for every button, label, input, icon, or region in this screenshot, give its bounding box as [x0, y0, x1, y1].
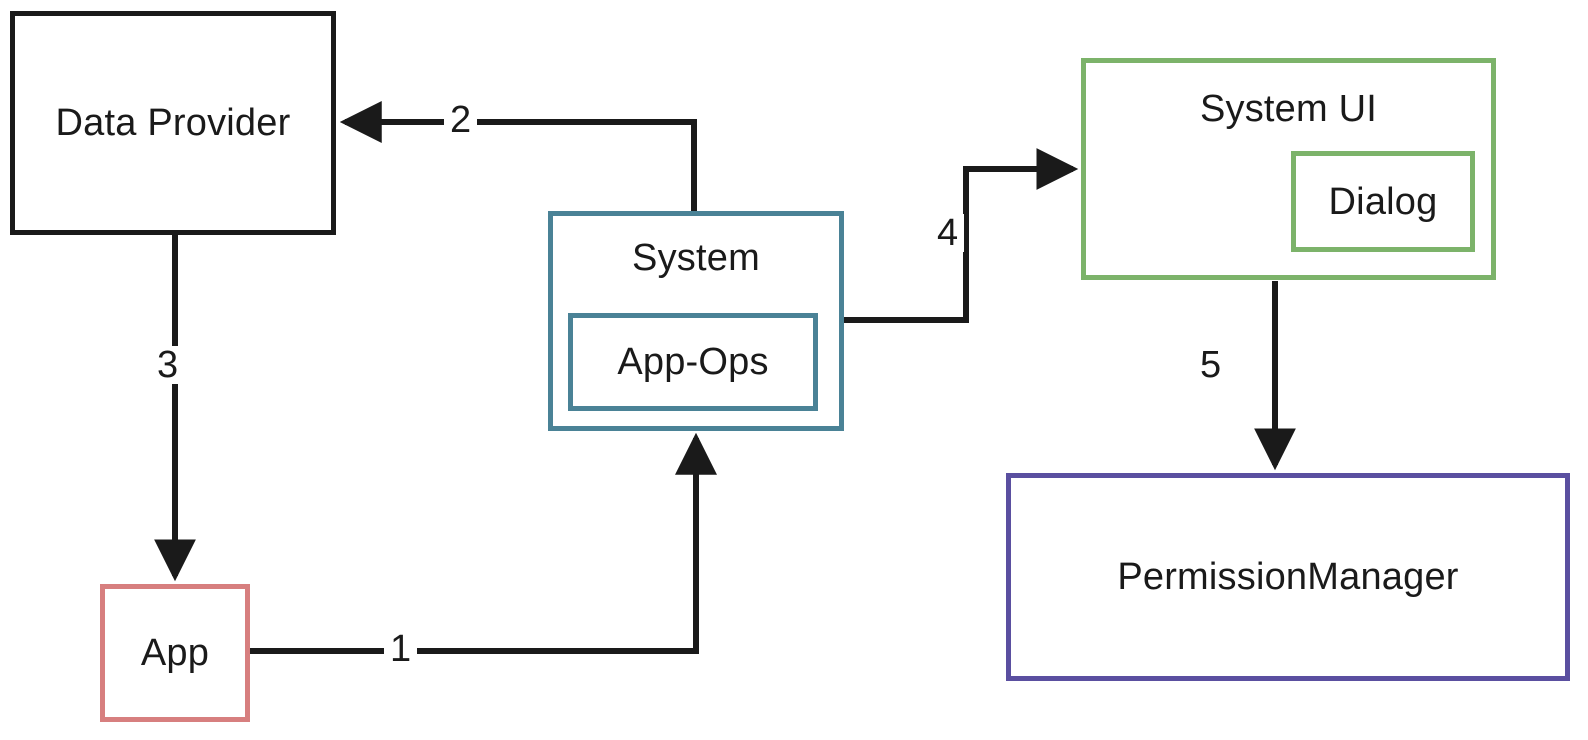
node-app-ops[interactable] — [568, 313, 818, 411]
edge-label-4: 4 — [931, 214, 965, 252]
node-permission-manager-label: PermissionManager — [1117, 556, 1459, 598]
node-permission-manager[interactable] — [1006, 473, 1570, 681]
edge-label-1: 1 — [384, 630, 418, 668]
edge-1-path — [250, 432, 717, 654]
edge-4-path — [844, 148, 1079, 323]
node-system-ui-label: System UI — [1199, 88, 1378, 130]
edge-label-5: 5 — [1200, 344, 1222, 386]
edge-2-path — [339, 101, 697, 211]
node-app[interactable] — [100, 584, 250, 722]
node-app-label: App — [140, 632, 210, 674]
node-data-provider[interactable] — [10, 11, 336, 235]
node-app-ops-label: App-Ops — [617, 341, 769, 383]
node-system-label: System — [632, 237, 760, 279]
edge-label-2: 2 — [444, 101, 478, 139]
edge-label-3: 3 — [151, 346, 185, 384]
node-data-provider-label: Data Provider — [55, 102, 291, 144]
node-dialog[interactable] — [1291, 151, 1475, 252]
node-dialog-label: Dialog — [1328, 181, 1438, 223]
